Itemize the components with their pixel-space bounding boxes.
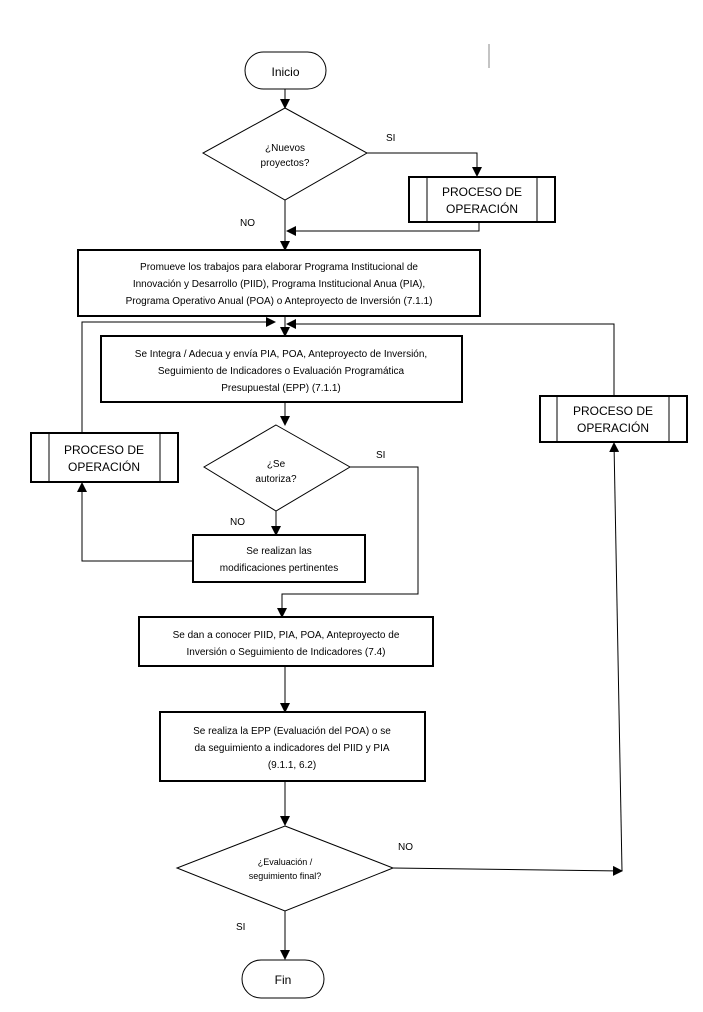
process-operation-right: PROCESO DE OPERACIÓN xyxy=(539,395,688,443)
arrow-proc-left-to-main xyxy=(81,317,276,433)
evaluate-line-1: Se realiza la EPP (Evaluación del POA) o… xyxy=(193,726,391,737)
publish-line-2: Inversión o Seguimiento de Indicadores (… xyxy=(186,647,385,658)
arrow-q3-no xyxy=(391,865,623,876)
q2-line-1: ¿Se xyxy=(267,459,286,470)
decision-new-projects: ¿Nuevos proyectos? xyxy=(201,107,369,201)
start-label: Inicio xyxy=(271,65,299,79)
q2-line-2: autoriza? xyxy=(255,474,297,485)
q1-line-1: ¿Nuevos xyxy=(265,143,305,154)
arrow-q2-si xyxy=(277,466,419,618)
proc-right-line-2: OPERACIÓN xyxy=(577,420,649,435)
proc-top-line-1: PROCESO DE xyxy=(442,185,522,199)
integrate-line-3: Presupuestal (EPP) (7.1.1) xyxy=(221,383,341,394)
process-publish: Se dan a conocer PIID, PIA, POA, Antepro… xyxy=(138,616,434,667)
decision-authorized: ¿Se autoriza? xyxy=(203,424,351,512)
edge-label-si-2: SI xyxy=(376,450,385,461)
promote-line-1: Promueve los trabajos para elaborar Prog… xyxy=(140,262,418,273)
connectors xyxy=(77,89,623,960)
proc-left-line-2: OPERACIÓN xyxy=(68,459,140,474)
integrate-line-2: Seguimiento de Indicadores o Evaluación … xyxy=(158,366,405,377)
process-modifications: Se realizan las modificaciones pertinent… xyxy=(192,534,366,583)
process-evaluate: Se realiza la EPP (Evaluación del POA) o… xyxy=(159,711,426,782)
edge-label-no-1: NO xyxy=(240,218,255,229)
process-operation-left: PROCESO DE OPERACIÓN xyxy=(30,432,179,483)
edge-label-no-2: NO xyxy=(230,517,245,528)
q3-line-2: seguimiento final? xyxy=(249,871,322,881)
arrow-up-to-proc-right xyxy=(609,442,623,872)
process-promote: Promueve los trabajos para elaborar Prog… xyxy=(77,249,481,317)
edge-label-no-3: NO xyxy=(398,842,413,853)
start-terminator: Inicio xyxy=(244,51,327,90)
end-terminator: Fin xyxy=(241,959,325,999)
proc-right-line-1: PROCESO DE xyxy=(573,404,653,418)
mod-line-2: modificaciones pertinentes xyxy=(220,563,338,574)
edge-label-si-3: SI xyxy=(236,922,245,933)
promote-line-3: Programa Operativo Anual (POA) o Antepro… xyxy=(126,296,433,307)
evaluate-line-2: da seguimiento a indicadores del PIID y … xyxy=(194,743,389,754)
arrow-q1-si xyxy=(367,152,482,177)
proc-left-line-1: PROCESO DE xyxy=(64,443,144,457)
q1-line-2: proyectos? xyxy=(261,158,310,169)
arrow-mod-to-proc-left xyxy=(77,482,193,562)
end-label: Fin xyxy=(275,973,292,987)
mod-line-1: Se realizan las xyxy=(246,546,312,557)
process-integrate: Se Integra / Adecua y envía PIA, POA, An… xyxy=(100,335,463,403)
arrow-proc-top-return xyxy=(286,222,480,236)
decision-final: ¿Evaluación / seguimiento final? xyxy=(175,825,395,912)
integrate-line-1: Se Integra / Adecua y envía PIA, POA, An… xyxy=(135,349,427,360)
evaluate-line-3: (9.1.1, 6.2) xyxy=(268,760,316,771)
process-operation-top: PROCESO DE OPERACIÓN xyxy=(408,176,556,223)
promote-line-2: Innovación y Desarrollo (PIID), Programa… xyxy=(133,279,425,290)
edge-label-si-1: SI xyxy=(386,133,395,144)
proc-top-line-2: OPERACIÓN xyxy=(446,201,518,216)
publish-line-1: Se dan a conocer PIID, PIA, POA, Antepro… xyxy=(173,630,400,641)
q3-line-1: ¿Evaluación / xyxy=(258,857,313,867)
arrow-proc-right-to-main xyxy=(286,319,615,395)
